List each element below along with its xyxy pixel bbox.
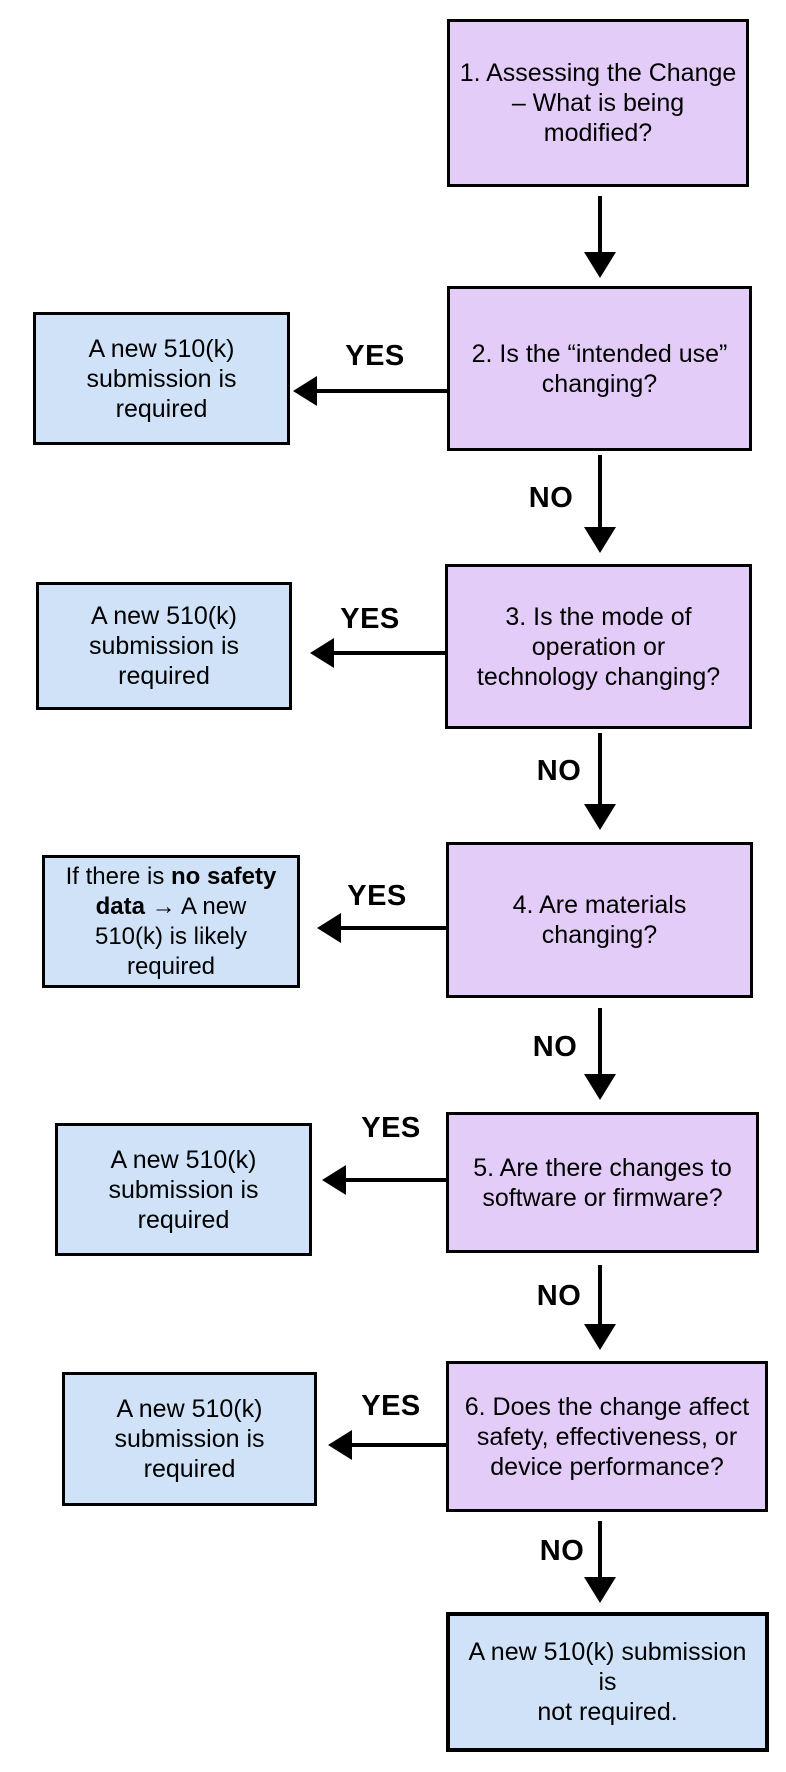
arrowhead-left-icon <box>328 1430 352 1460</box>
yes-label-step6: YES <box>361 1390 421 1422</box>
arrow-step1-to-step2 <box>584 196 616 278</box>
arrowhead-down-icon <box>584 1074 616 1100</box>
arrowhead-left-icon <box>322 1165 346 1195</box>
arrow-step3-to-step4 <box>584 733 616 830</box>
arrow-shaft <box>598 455 602 527</box>
arrow-shaft <box>598 1008 602 1074</box>
arrow-shaft <box>598 733 602 804</box>
arrow-step5-yes <box>322 1165 446 1195</box>
arrow-step4-to-step5 <box>584 1008 616 1100</box>
arrowhead-down-icon <box>584 1324 616 1350</box>
arrow-shaft <box>346 1178 446 1182</box>
arrowhead-left-icon <box>317 913 341 943</box>
yes-label-step3: YES <box>340 603 400 635</box>
arrow-step4-yes <box>317 913 446 943</box>
arrow-shaft <box>598 1265 602 1324</box>
arrow-shaft <box>341 926 446 930</box>
no-label-step6: NO <box>539 1535 585 1567</box>
arrow-step3-yes <box>310 638 447 668</box>
arrowhead-down-icon <box>584 252 616 278</box>
yes-label-step4: YES <box>347 880 407 912</box>
arrow-step5-to-step6 <box>584 1265 616 1350</box>
node-intended-use-question-text: 2. Is the “intended use”changing? <box>471 339 728 398</box>
yes-label-step5: YES <box>361 1112 421 1144</box>
yes-label-step2: YES <box>345 340 405 372</box>
arrowhead-down-icon <box>584 804 616 830</box>
arrowhead-left-icon <box>293 376 317 406</box>
arrowhead-down-icon <box>584 527 616 553</box>
arrow-shaft <box>334 651 447 655</box>
arrow-step2-to-step3 <box>584 455 616 553</box>
arrowhead-down-icon <box>584 1577 616 1603</box>
no-label-step4: NO <box>532 1031 578 1063</box>
arrowhead-left-icon <box>310 638 334 668</box>
no-label-step2: NO <box>528 482 574 514</box>
arrow-shaft <box>598 196 602 252</box>
arrow-step6-yes <box>328 1430 446 1460</box>
arrow-shaft <box>352 1443 446 1447</box>
node-intended-use-question: 2. Is the “intended use”changing? <box>447 286 752 451</box>
arrow-step2-yes <box>293 376 447 406</box>
no-label-step3: NO <box>536 755 582 787</box>
arrow-shaft <box>317 389 447 393</box>
arrow-step6-to-final <box>584 1521 616 1603</box>
no-label-step5: NO <box>536 1280 582 1312</box>
arrow-shaft <box>598 1521 602 1577</box>
